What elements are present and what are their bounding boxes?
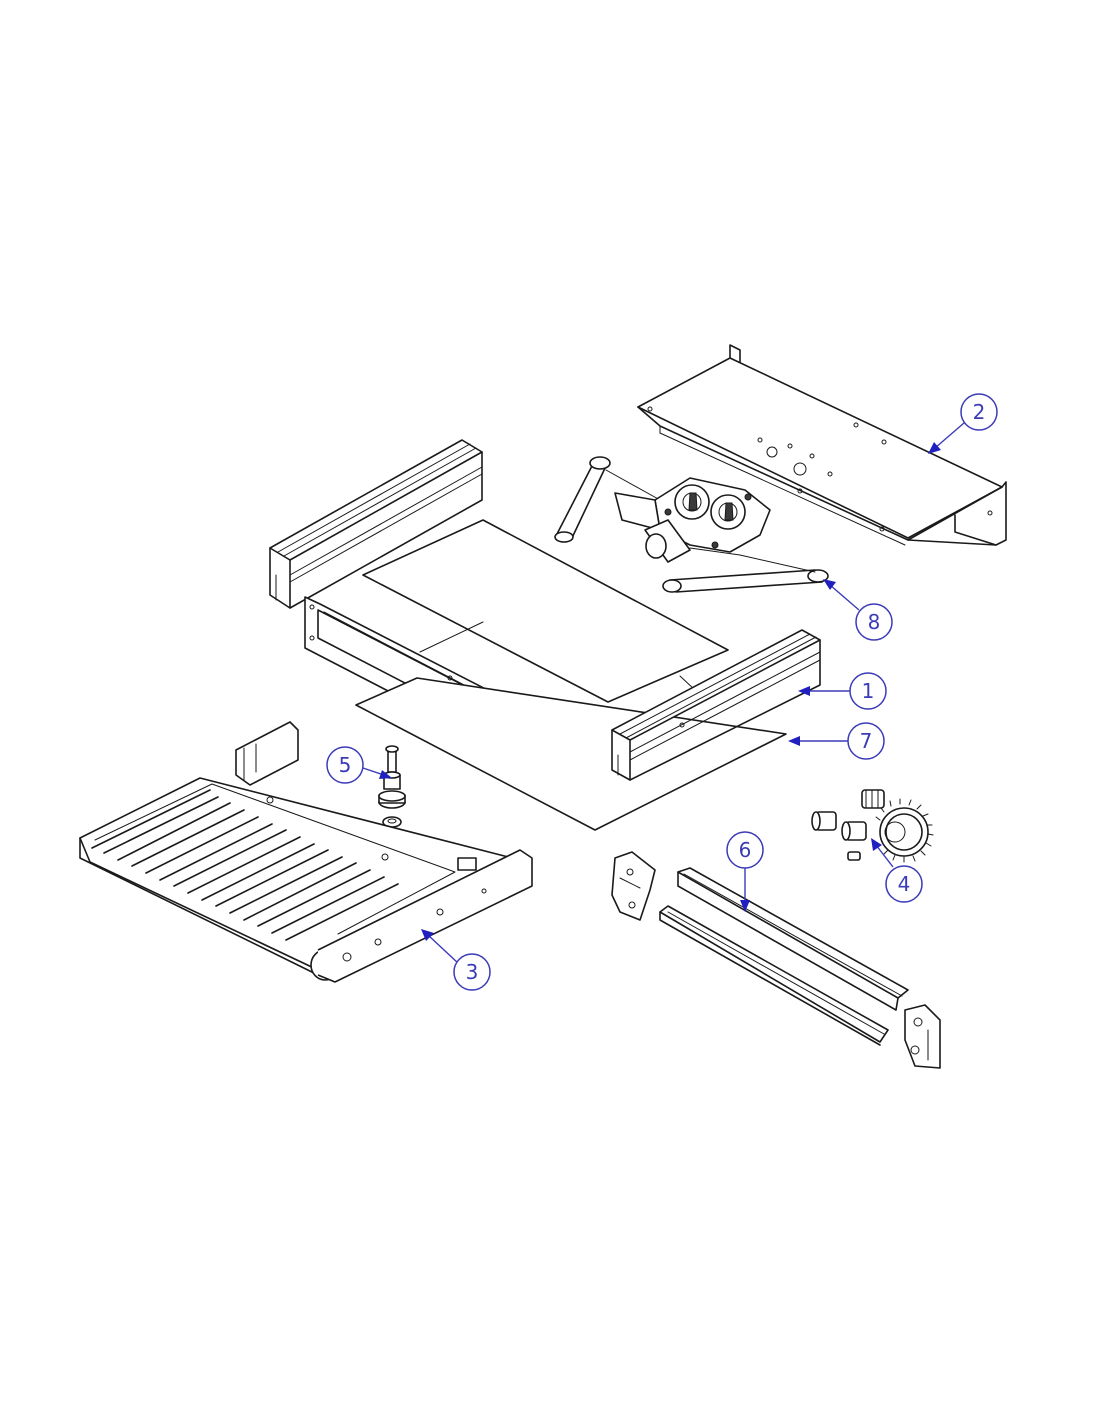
callout-6-circle bbox=[726, 831, 764, 869]
part-left-rail bbox=[269, 439, 483, 609]
callout-leaders bbox=[362, 422, 965, 965]
callout-3: 3 bbox=[453, 953, 491, 991]
part-motor-gearbox-arms bbox=[554, 456, 829, 593]
callout-5-circle bbox=[326, 746, 364, 784]
callout-3-label: 3 bbox=[466, 960, 479, 984]
callout-7-label: 7 bbox=[860, 729, 873, 753]
callout-1-circle bbox=[849, 672, 887, 710]
part-inner-panel bbox=[362, 519, 729, 703]
callout-7-circle bbox=[847, 722, 885, 760]
part-step-tread bbox=[79, 721, 533, 983]
callout-4: 4 bbox=[885, 865, 923, 903]
callout-6: 6 bbox=[726, 831, 764, 869]
part-fastener-stack bbox=[378, 745, 406, 828]
part-gear-set bbox=[811, 789, 934, 863]
callout-2: 2 bbox=[960, 393, 998, 431]
callout-2-label: 2 bbox=[973, 400, 986, 424]
callout-8: 8 bbox=[855, 603, 893, 641]
part-guide-rails bbox=[611, 851, 941, 1069]
callout-8-label: 8 bbox=[868, 610, 881, 634]
callout-4-label: 4 bbox=[898, 872, 911, 896]
part-bottom-sheet bbox=[355, 677, 787, 831]
callout-1-label: 1 bbox=[862, 679, 875, 703]
callout-5-label: 5 bbox=[339, 753, 352, 777]
callout-7: 7 bbox=[847, 722, 885, 760]
callout-8-circle bbox=[855, 603, 893, 641]
callout-1: 1 bbox=[849, 672, 887, 710]
callout-6-label: 6 bbox=[739, 838, 752, 862]
callout-2-circle bbox=[960, 393, 998, 431]
callout-3-circle bbox=[453, 953, 491, 991]
part-right-rail bbox=[611, 629, 821, 781]
callout-5: 5 bbox=[326, 746, 364, 784]
part-mounting-plate bbox=[637, 344, 1007, 546]
callout-4-circle bbox=[885, 865, 923, 903]
